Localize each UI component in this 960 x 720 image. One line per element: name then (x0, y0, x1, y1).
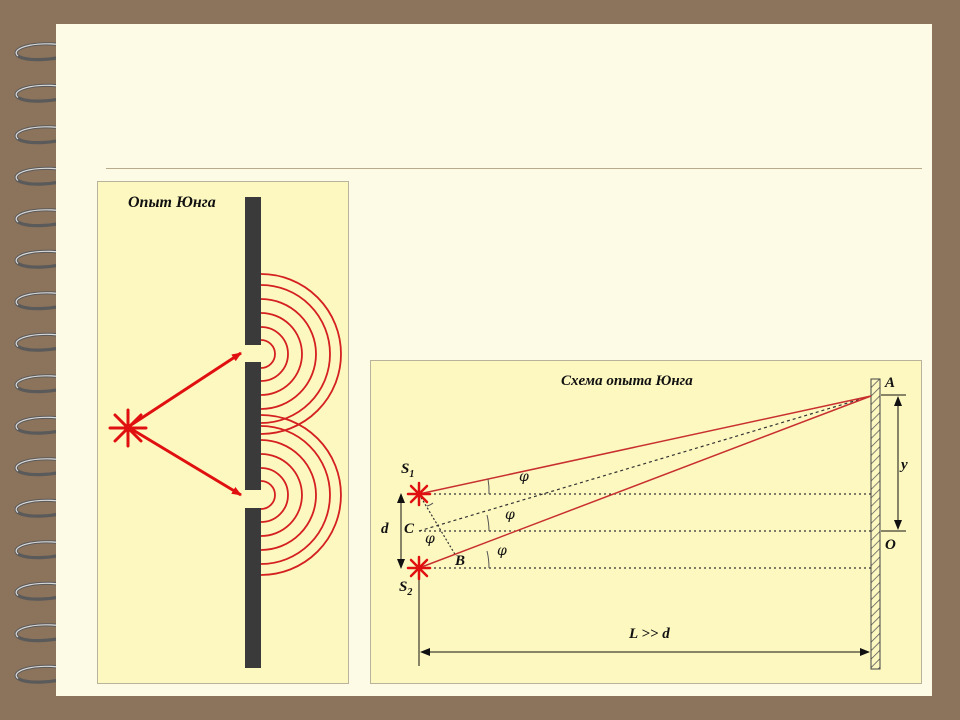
young-scheme-panel: Схема опыта Юнга A y O S1 S2 d C B φ φ φ… (370, 360, 922, 684)
observation-screen (870, 378, 881, 670)
young-experiment-panel: Опыт Юнга (97, 181, 349, 684)
label-y: y (901, 457, 908, 473)
double-slit-barrier (245, 197, 261, 668)
label-S1: S1 (401, 461, 415, 480)
label-A: A (885, 375, 896, 391)
ray-S2-A (418, 395, 872, 569)
light-source-icon (108, 408, 148, 448)
slit-source-icon (406, 481, 432, 507)
angle-phi-C: φ (505, 507, 515, 523)
label-L: L >> d (629, 626, 670, 642)
title-divider (106, 168, 922, 169)
right-panel-title: Схема опыта Юнга (561, 373, 693, 389)
ray-to-lower-slit (127, 425, 242, 497)
angle-phi-S2: φ (497, 543, 507, 559)
label-S2: S2 (399, 579, 413, 598)
angle-arcs (426, 478, 490, 569)
angle-phi-small: φ (425, 531, 435, 547)
reference-lines (419, 493, 871, 569)
left-panel-title: Опыт Юнга (128, 194, 216, 211)
ray-to-upper-slit (127, 351, 242, 429)
perpendicular-S1-B (418, 493, 457, 557)
ray-S1-A (418, 395, 872, 495)
central-ray-C-A (418, 395, 872, 532)
label-d: d (381, 521, 389, 537)
label-B: B (455, 553, 466, 569)
slit-source-icon (406, 555, 432, 581)
label-O: O (885, 537, 896, 553)
angle-phi-S1: φ (519, 469, 529, 485)
wavefronts-lower-slit (260, 414, 342, 576)
wavefronts-upper-slit (260, 273, 342, 435)
young-scheme-diagram (397, 378, 906, 670)
label-C: C (404, 521, 415, 537)
young-experiment-diagram (108, 197, 342, 668)
